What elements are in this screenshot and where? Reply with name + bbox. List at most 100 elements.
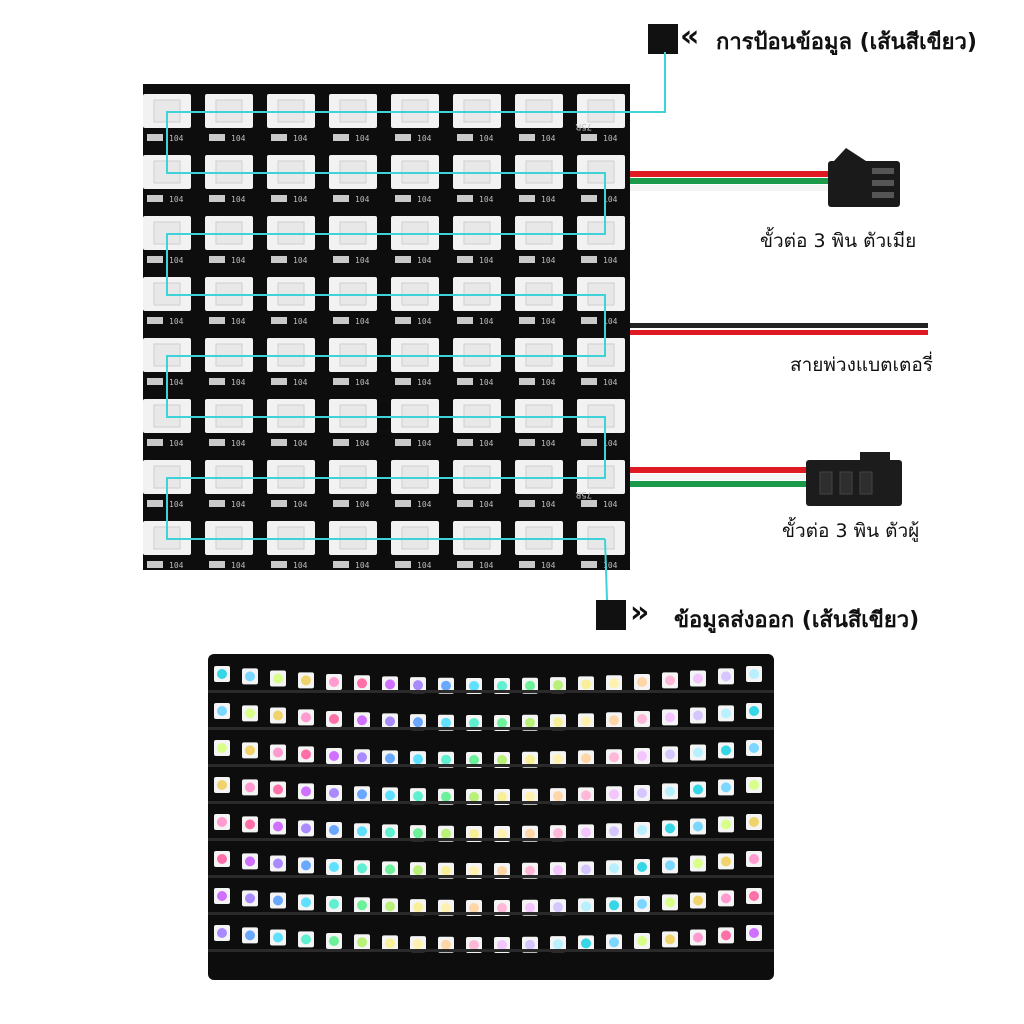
- flex-led-chip: [550, 862, 566, 879]
- flex-led: [634, 673, 650, 690]
- flex-led-glow: [693, 673, 703, 684]
- capacitor: [271, 561, 287, 568]
- flex-led-glow: [273, 895, 283, 906]
- flex-led-chip: [298, 931, 314, 948]
- capacitor: [147, 256, 163, 263]
- output-wire: [630, 481, 806, 487]
- flex-led-glow: [245, 819, 255, 830]
- flex-led-chip: [466, 677, 482, 694]
- flex-led-chip: [662, 857, 678, 874]
- flex-led-chip: [746, 777, 762, 793]
- flex-led-glow: [245, 671, 255, 682]
- capacitor: [333, 317, 349, 324]
- flex-led-glow: [497, 865, 507, 876]
- resistor-label: 104: [231, 134, 246, 143]
- flex-led: [410, 825, 426, 842]
- flex-led: [606, 860, 622, 877]
- flex-led-chip: [354, 860, 370, 877]
- flex-led: [522, 677, 538, 694]
- flex-led: [354, 749, 370, 766]
- flex-led-glow: [441, 791, 451, 802]
- flex-led-chip: [606, 675, 622, 692]
- flex-led-chip: [410, 899, 426, 916]
- flex-led-chip: [746, 925, 762, 941]
- flex-led-glow: [497, 754, 507, 765]
- flex-led: [662, 709, 678, 726]
- flex-led-glow: [693, 784, 703, 795]
- battery-cable-label: สายพ่วงแบตเตอรี่: [790, 354, 933, 376]
- flex-led-chip: [634, 858, 650, 875]
- flex-led: [606, 897, 622, 914]
- capacitor: [581, 439, 597, 446]
- flex-led-glow: [609, 678, 619, 689]
- flex-led: [214, 814, 230, 830]
- flex-led: [270, 707, 286, 724]
- flex-led-glow: [693, 932, 703, 943]
- flex-led: [718, 742, 734, 759]
- flex-led-glow: [273, 747, 283, 758]
- flex-led: [382, 750, 398, 767]
- flex-led: [410, 862, 426, 879]
- flex-led-chip: [382, 935, 398, 952]
- flex-led: [690, 781, 706, 798]
- flex-led: [438, 899, 454, 916]
- resistor-label: 104: [417, 378, 432, 387]
- male-connector-socket: [819, 471, 833, 495]
- resistor-label: 104: [293, 561, 308, 570]
- resistor-label: 104: [169, 500, 184, 509]
- flex-led-glow: [665, 675, 675, 686]
- flex-led-glow: [413, 939, 423, 950]
- flex-led: [550, 751, 566, 768]
- flex-led: [578, 898, 594, 915]
- flex-led-chip: [466, 751, 482, 768]
- flex-led-chip: [634, 932, 650, 949]
- flex-led: [578, 713, 594, 730]
- flex-led: [410, 936, 426, 953]
- flex-led-chip: [354, 934, 370, 951]
- flex-led-chip: [354, 786, 370, 803]
- capacitor: [519, 195, 535, 202]
- flex-led-glow: [693, 858, 703, 869]
- resistor-label: 104: [293, 134, 308, 143]
- flex-led: [466, 714, 482, 731]
- flex-led-chip: [522, 899, 538, 916]
- flex-led-glow: [609, 789, 619, 800]
- flex-led-glow: [357, 752, 367, 763]
- flex-led-chip: [298, 672, 314, 689]
- flex-led-chip: [718, 816, 734, 833]
- flex-led: [494, 751, 510, 768]
- resistor-label: 104: [293, 195, 308, 204]
- flex-led-chip: [242, 668, 258, 685]
- flex-led-chip: [550, 677, 566, 694]
- flex-led-glow: [497, 902, 507, 913]
- flex-led-chip: [578, 898, 594, 915]
- flex-led-glow: [413, 680, 423, 691]
- flex-led-glow: [525, 791, 535, 802]
- flex-led: [578, 676, 594, 693]
- flex-led-chip: [522, 677, 538, 694]
- flex-led: [326, 895, 342, 912]
- flex-led-chip: [242, 742, 258, 759]
- flex-led-chip: [634, 673, 650, 690]
- capacitor: [333, 500, 349, 507]
- output-marker-square: [596, 600, 626, 630]
- output-label: ข้อมูลส่งออก (เส้นสีเขียว): [674, 608, 920, 633]
- flex-led-glow: [497, 680, 507, 691]
- output-leader-line: [604, 538, 608, 600]
- flex-led-glow: [245, 745, 255, 756]
- flex-led-glow: [329, 713, 339, 724]
- flex-led: [270, 818, 286, 835]
- flex-led-glow: [413, 828, 423, 839]
- resistor-label: 104: [293, 500, 308, 509]
- flex-led-glow: [357, 715, 367, 726]
- flex-led-glow: [581, 753, 591, 764]
- resistor-label: 104: [231, 256, 246, 265]
- capacitor: [519, 256, 535, 263]
- flex-led-glow: [301, 860, 311, 871]
- flex-led-chip: [606, 897, 622, 914]
- flex-led: [410, 899, 426, 916]
- flex-led: [214, 777, 230, 793]
- capacitor: [147, 500, 163, 507]
- output-wire: [630, 467, 806, 473]
- flex-led-glow: [301, 712, 311, 723]
